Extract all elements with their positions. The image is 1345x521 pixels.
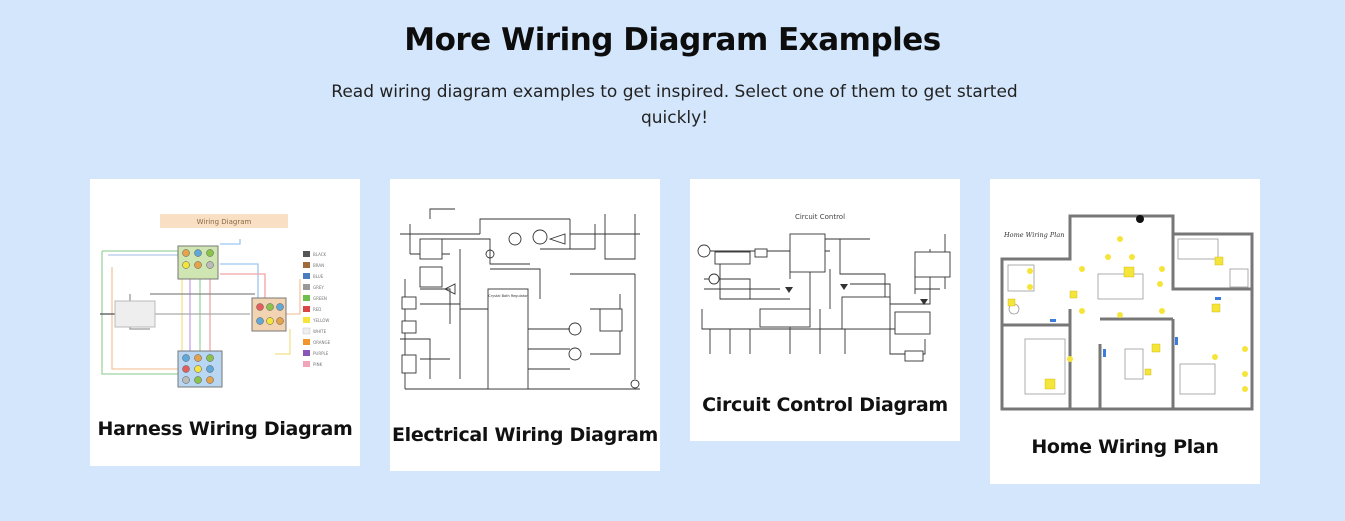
- legend-item-7: WHITE: [313, 329, 327, 334]
- page-subtitle: Read wiring diagram examples to get insp…: [331, 82, 1018, 128]
- thumbnail-title-bar: [160, 214, 288, 228]
- example-card-circuit-control[interactable]: Circuit Control Circuit Control Diagram: [690, 179, 960, 441]
- legend-item-3: GREY: [313, 285, 324, 290]
- electrical-wiring-thumbnail: Crystal Bath Regulator: [400, 208, 640, 390]
- example-label: Circuit Control Diagram: [702, 394, 948, 416]
- legend-item-4: GREEN: [313, 296, 327, 301]
- legend-item-2: BLUE: [313, 274, 324, 279]
- legend-item-6: YELLOW: [312, 318, 329, 323]
- chip-label: Crystal Bath Regulator: [488, 294, 528, 298]
- thumbnail-title: Circuit Control: [795, 213, 845, 221]
- thumbnail-title: Home Wiring Plan: [1003, 231, 1064, 239]
- example-card-electrical-wiring[interactable]: Crystal Bath Regulator Electrical Wiring…: [390, 179, 660, 471]
- home-wiring-thumbnail: Home Wiring Plan: [1000, 214, 1254, 411]
- page-title: More Wiring Diagram Examples: [404, 22, 941, 58]
- example-label: Home Wiring Plan: [1031, 436, 1219, 458]
- legend-item-10: PINK: [313, 362, 323, 367]
- legend-item-5: RED: [313, 307, 321, 312]
- wire-color-legend: BLACK BRAN BLUE GREY GREEN RED YELLOW WH…: [302, 251, 331, 367]
- example-label: Harness Wiring Diagram: [97, 418, 353, 440]
- circuit-control-thumbnail: Circuit Control: [697, 213, 951, 362]
- example-card-home-wiring[interactable]: Home Wiring Plan: [990, 179, 1260, 484]
- harness-wiring-thumbnail: Wiring Diagram: [100, 214, 331, 388]
- example-label: Electrical Wiring Diagram: [391, 424, 659, 446]
- thumbnail-title: Wiring Diagram: [197, 218, 252, 226]
- example-card-harness-wiring[interactable]: Wiring Diagram: [90, 179, 360, 466]
- legend-item-1: BRAN: [313, 263, 324, 268]
- legend-item-0: BLACK: [313, 252, 327, 257]
- legend-item-8: ORANGE: [313, 340, 331, 345]
- legend-item-9: PURPLE: [313, 351, 329, 356]
